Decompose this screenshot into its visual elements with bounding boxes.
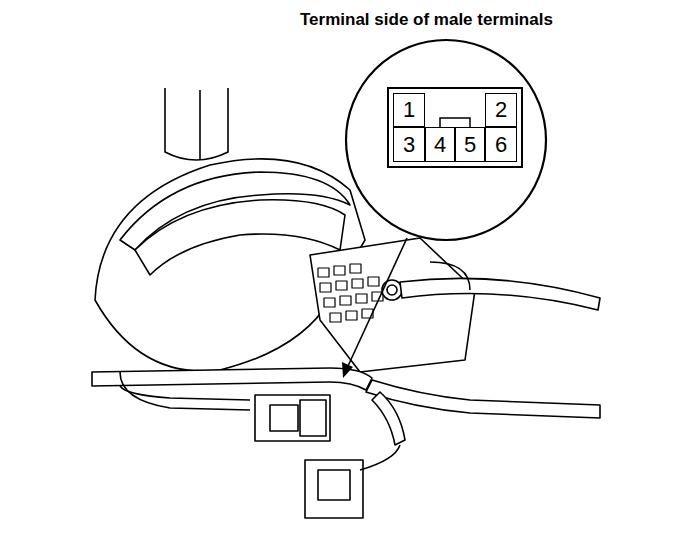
- view-heading: Terminal side of male terminals: [300, 10, 553, 30]
- pin-number: 1: [403, 99, 415, 121]
- terminal-cell: 6: [485, 127, 517, 162]
- pin-number: 5: [464, 134, 476, 156]
- pin-number: 4: [434, 134, 446, 156]
- terminal-cell: 1: [393, 93, 425, 127]
- terminal-cell: 5: [455, 127, 485, 162]
- terminal-cell: 4: [425, 127, 455, 162]
- pin-number: 6: [495, 134, 507, 156]
- jumper-line: [440, 118, 470, 127]
- pin-number: 3: [403, 134, 415, 156]
- terminal-cell: 2: [485, 93, 517, 127]
- pin-number: 2: [495, 99, 507, 121]
- terminal-cell: 3: [393, 127, 425, 162]
